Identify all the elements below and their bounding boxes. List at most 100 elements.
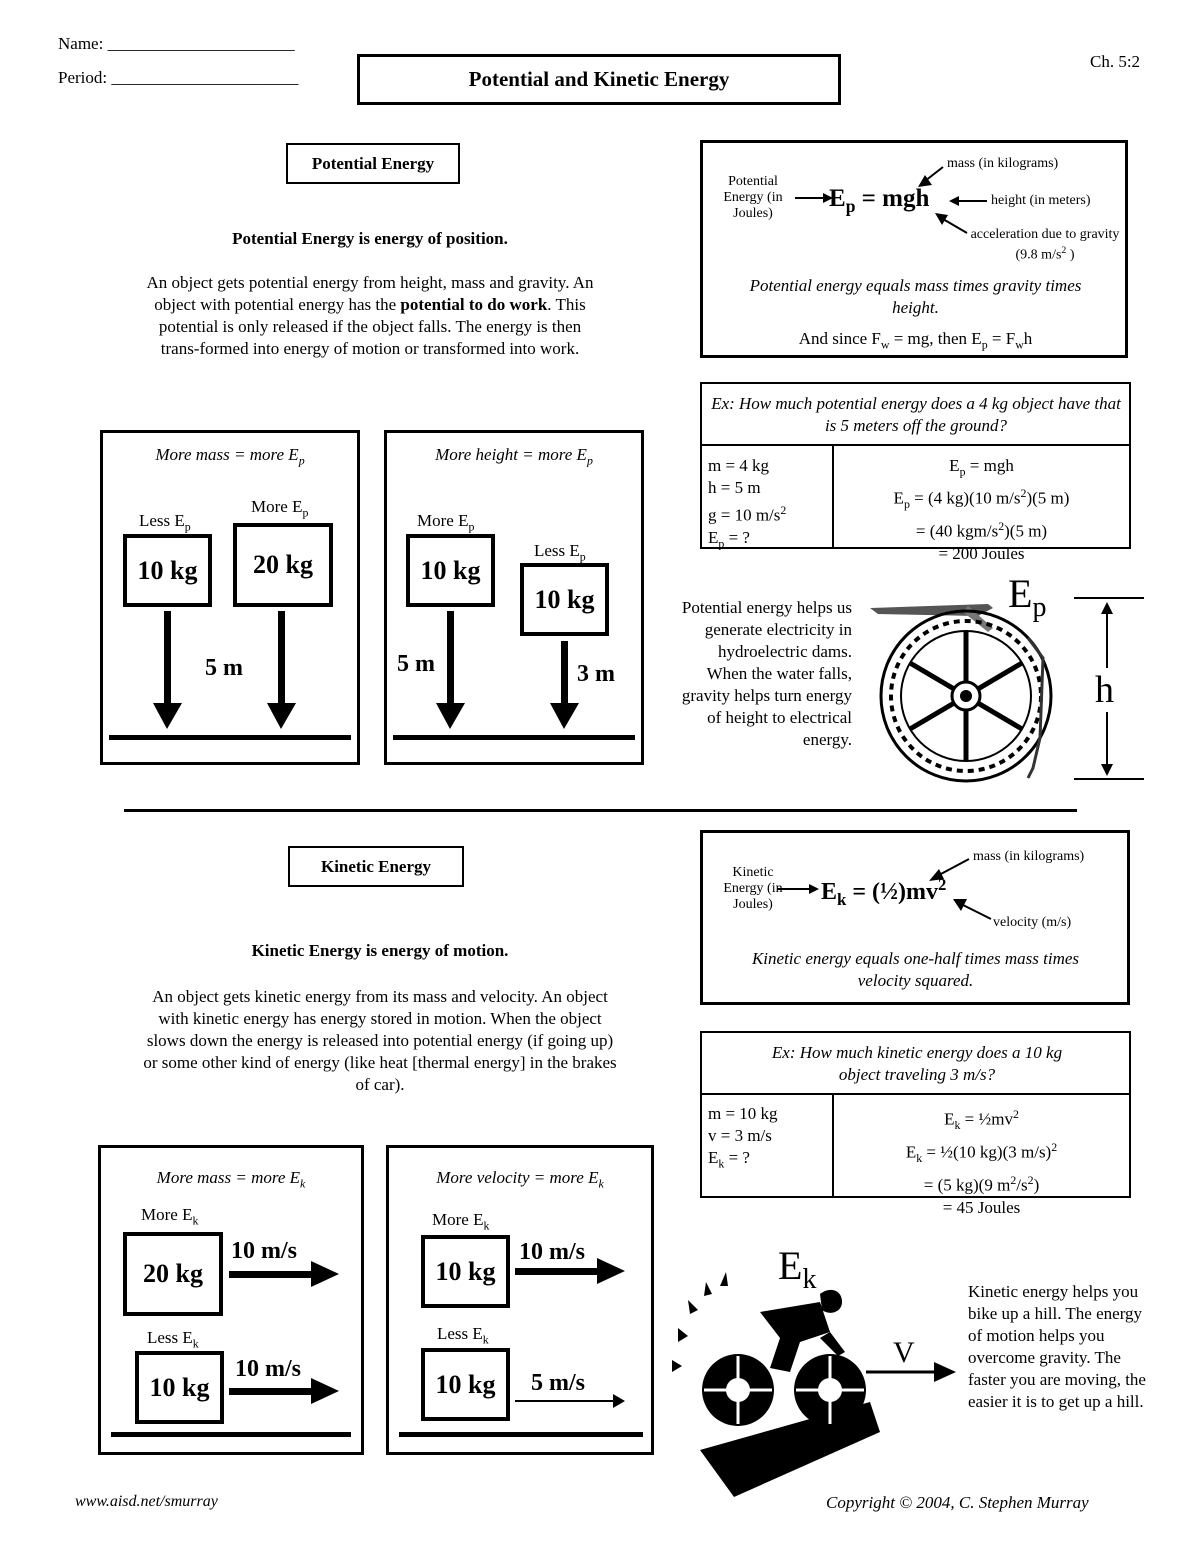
period-field: Period: ______________________ — [58, 68, 299, 87]
k-given-ek-rest: = ? — [724, 1148, 750, 1167]
v-label: V — [893, 1336, 915, 1369]
pm-less-text: Less E — [139, 511, 185, 530]
step-1-e: E — [949, 456, 960, 475]
ph-cap-text: More height = more E — [435, 445, 587, 464]
since-p: p — [981, 337, 988, 352]
k-step-2-e: E — [905, 1142, 917, 1162]
table-divider — [702, 444, 1129, 446]
less-ep-height-label: Less Ep — [534, 541, 586, 564]
kv-cap-sub: k — [598, 1176, 604, 1191]
ep-e: E — [829, 185, 846, 212]
distance-5m: 5 m — [205, 655, 243, 681]
table-column-divider — [832, 444, 834, 547]
step-2-exp: 2 — [1020, 486, 1027, 501]
formula-arrows — [795, 166, 987, 234]
k-given-ek: Ek = ? — [708, 1147, 778, 1174]
speed-10ms-b: 10 m/s — [235, 1356, 301, 1382]
name-field: Name: ______________________ — [58, 34, 295, 53]
kinetic-formula: Ek = (½)mv2 — [821, 875, 946, 910]
k-step-3: = (5 kg)(9 m2/s2) — [834, 1169, 1129, 1197]
page-title: Potential and Kinetic Energy — [468, 67, 730, 91]
potential-example-table: Ex: How much potential energy does a 4 k… — [700, 382, 1131, 563]
given-ep: Ep = ? — [708, 527, 786, 554]
kv-more-sub: k — [483, 1218, 490, 1233]
potential-formula-desc: Potential energy equals mass times gravi… — [749, 276, 1082, 317]
mass-note: mass (in kilograms) — [947, 156, 1059, 171]
potential-energy-label: Potential Energy (in Joules) — [723, 174, 783, 221]
accel-note: acceleration due to gravity (9.8 m/s2 ) — [965, 227, 1125, 264]
section-divider — [124, 809, 1077, 812]
k-step-4: = 45 Joules — [942, 1197, 1021, 1217]
kinetic-heading: Kinetic Energy — [320, 856, 431, 876]
k-given-v: v = 3 m/s — [708, 1126, 772, 1145]
kinetic-energy-label: Kinetic Energy (in Joules) — [723, 865, 783, 912]
given-h: h = 5 m — [708, 478, 761, 497]
ph-more-sub: p — [468, 519, 475, 534]
title-box: Potential and Kinetic Energy — [357, 54, 841, 105]
ek-label-sub: k — [802, 1264, 817, 1295]
more-ek-velocity-label: More Ek — [432, 1210, 489, 1233]
since-w2: w — [1015, 337, 1024, 352]
kinetic-givens: m = 10 kg v = 3 m/s Ek = ? — [708, 1103, 778, 1174]
kinetic-formula-arrows — [777, 858, 992, 920]
k-step-2-rest: = ½(10 kg)(3 m/s) — [922, 1142, 1052, 1162]
ep-label: Ep — [1008, 570, 1046, 624]
ep-label-sub: p — [1032, 592, 1047, 623]
waterwheel-icon — [870, 604, 1053, 783]
k-table-divider — [702, 1093, 1129, 1095]
h-label: h — [1095, 668, 1114, 712]
kinetic-velocity-caption: More velocity = more Ek — [389, 1168, 651, 1191]
k-step-3-exp2: 2 — [1027, 1173, 1034, 1188]
given-ep-sub: p — [718, 536, 725, 551]
k-mass-arrows — [229, 1261, 339, 1404]
cyclist-icon — [672, 1272, 880, 1497]
pm-less-sub: p — [184, 519, 191, 534]
k-mass-block-10kg: 10 kg — [135, 1351, 224, 1424]
k-step-2: Ek = ½(10 kg)(3 m/s)2 — [834, 1136, 1129, 1169]
k-step-1: Ek = ½mv2 — [834, 1103, 1129, 1136]
kinetic-example-table: Ex: How much kinetic energy does a 10 kg… — [700, 1031, 1131, 1217]
ek-sub: k — [837, 889, 847, 909]
k-step-3-a: = (5 kg)(9 m — [923, 1175, 1011, 1195]
step-2-a: = (4 kg)(10 m/s — [909, 489, 1021, 509]
given-m: m = 4 kg — [708, 456, 770, 475]
kv-less-sub: k — [482, 1332, 489, 1347]
pm-more-sub: p — [302, 505, 309, 520]
since-4: h — [1023, 329, 1033, 348]
potential-example-question: Ex: How much potential energy does a 4 k… — [711, 394, 1121, 435]
potential-mass-diagram: More mass = more Ep Less Ep More Ep 10 k… — [100, 430, 360, 765]
kinetic-mass-diagram: More mass = more Ek More Ek 20 kg 10 m/s… — [98, 1145, 364, 1455]
kinetic-mass-note: mass (in kilograms) — [973, 849, 1085, 864]
chapter-label: Ch. 5:2 — [1090, 52, 1141, 71]
k-ground-line — [111, 1432, 351, 1437]
given-g-text: g = 10 m/s — [708, 505, 781, 525]
potential-formula: Ep = mgh — [829, 185, 929, 217]
ek-exp: 2 — [938, 875, 947, 894]
kinetic-mass-caption: More mass = more Ek — [101, 1168, 361, 1191]
step-3-exp: 2 — [998, 519, 1005, 534]
since-1: And since F — [798, 329, 881, 348]
step-4: = 200 Joules — [938, 544, 1025, 564]
potential-heading-box: Potential Energy — [286, 143, 460, 184]
potential-since: And since Fw = mg, then Ep = Fwh — [723, 328, 1108, 355]
step-2-e: E — [893, 489, 904, 509]
dam-text: Potential energy helps us generate elect… — [681, 598, 852, 749]
k-step-2-sub: k — [916, 1151, 923, 1166]
ek-e: E — [821, 879, 838, 905]
pm-cap-sub: p — [298, 453, 305, 468]
more-ep-label: More Ep — [251, 497, 308, 520]
more-ep-height-label: More Ep — [417, 511, 474, 534]
height-block-low: 10 kg — [520, 563, 609, 636]
km-more-sub: k — [192, 1213, 199, 1228]
footer-url[interactable]: www.aisd.net/smurray — [75, 1493, 218, 1510]
distance-3m: 3 m — [577, 661, 615, 687]
speed-10ms-a: 10 m/s — [231, 1238, 297, 1264]
step-2-sub: p — [903, 497, 910, 512]
ep-top-line — [1074, 597, 1144, 599]
pm-more-text: More E — [251, 497, 303, 516]
k-step-1-sub: k — [954, 1118, 961, 1133]
kinetic-formula-desc: Kinetic energy equals one-half times mas… — [751, 949, 1080, 990]
ek-label: Ek — [778, 1242, 816, 1296]
kinetic-velocity-diagram: More velocity = more Ek More Ek 10 kg 10… — [386, 1145, 654, 1455]
potential-steps: Ep = mgh Ep = (4 kg)(10 m/s2)(5 m) = (40… — [834, 455, 1129, 565]
